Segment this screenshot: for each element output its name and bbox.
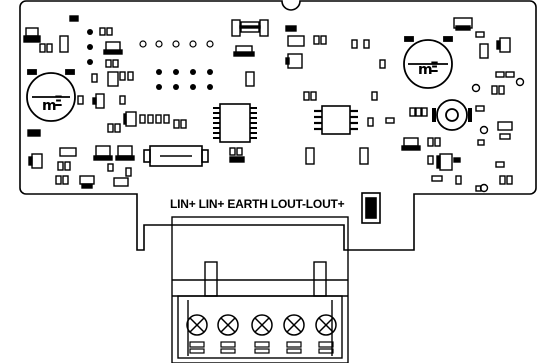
pcb-outline [19, 0, 537, 251]
inductor-left [26, 69, 76, 122]
inductor-right [403, 36, 453, 89]
inductor-right-marking: m [418, 62, 433, 78]
terminal-slots [189, 341, 334, 354]
fuse-component [361, 192, 381, 224]
via-array [87, 29, 213, 90]
inductor-small [436, 99, 468, 131]
svg-text:Ξ: Ξ [54, 94, 63, 110]
smd-passives [23, 15, 515, 192]
test-point-array [139, 40, 214, 48]
ic-soic-8 [314, 105, 358, 135]
terminal-block [171, 216, 349, 363]
terminal-screws [186, 314, 337, 336]
test-points [471, 77, 525, 193]
ic-soic-large [213, 103, 257, 143]
inductor-left-marking: m [42, 98, 57, 114]
crystal-oscillator [143, 145, 209, 167]
connector-pin-labels: LIN+ LIN+ EARTH LOUT-LOUT+ [170, 197, 345, 211]
svg-text:Ξ: Ξ [430, 60, 439, 76]
